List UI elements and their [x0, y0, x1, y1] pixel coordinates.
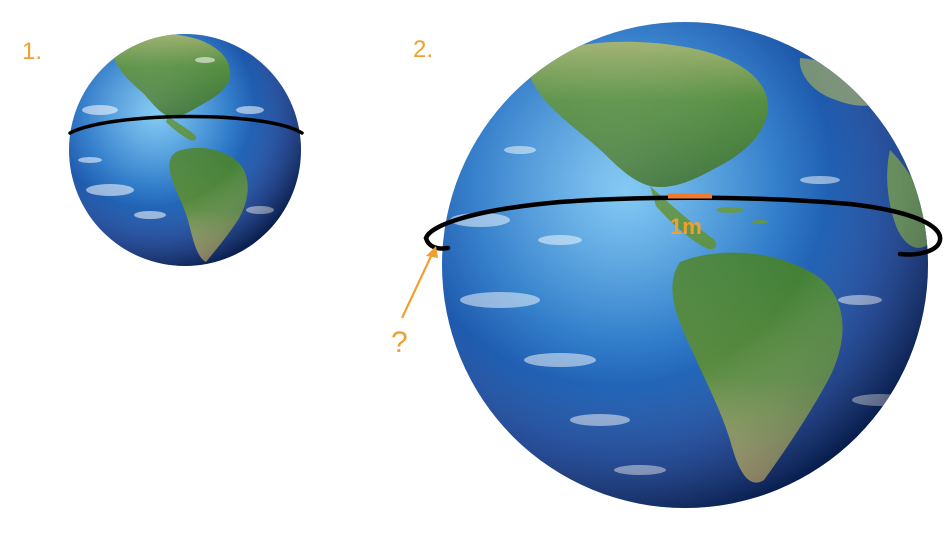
gap-arrow: [401, 246, 438, 319]
earth-globe-icon: [442, 22, 928, 508]
earth-globe-icon: [69, 34, 301, 266]
rope-small-globe: [68, 114, 304, 135]
panel-2-number: 2.: [413, 36, 434, 63]
length-label: 1m: [670, 214, 702, 239]
rope-large-globe: [423, 195, 943, 257]
question-label: ?: [391, 326, 408, 359]
panel-1-number: 1.: [22, 38, 43, 65]
